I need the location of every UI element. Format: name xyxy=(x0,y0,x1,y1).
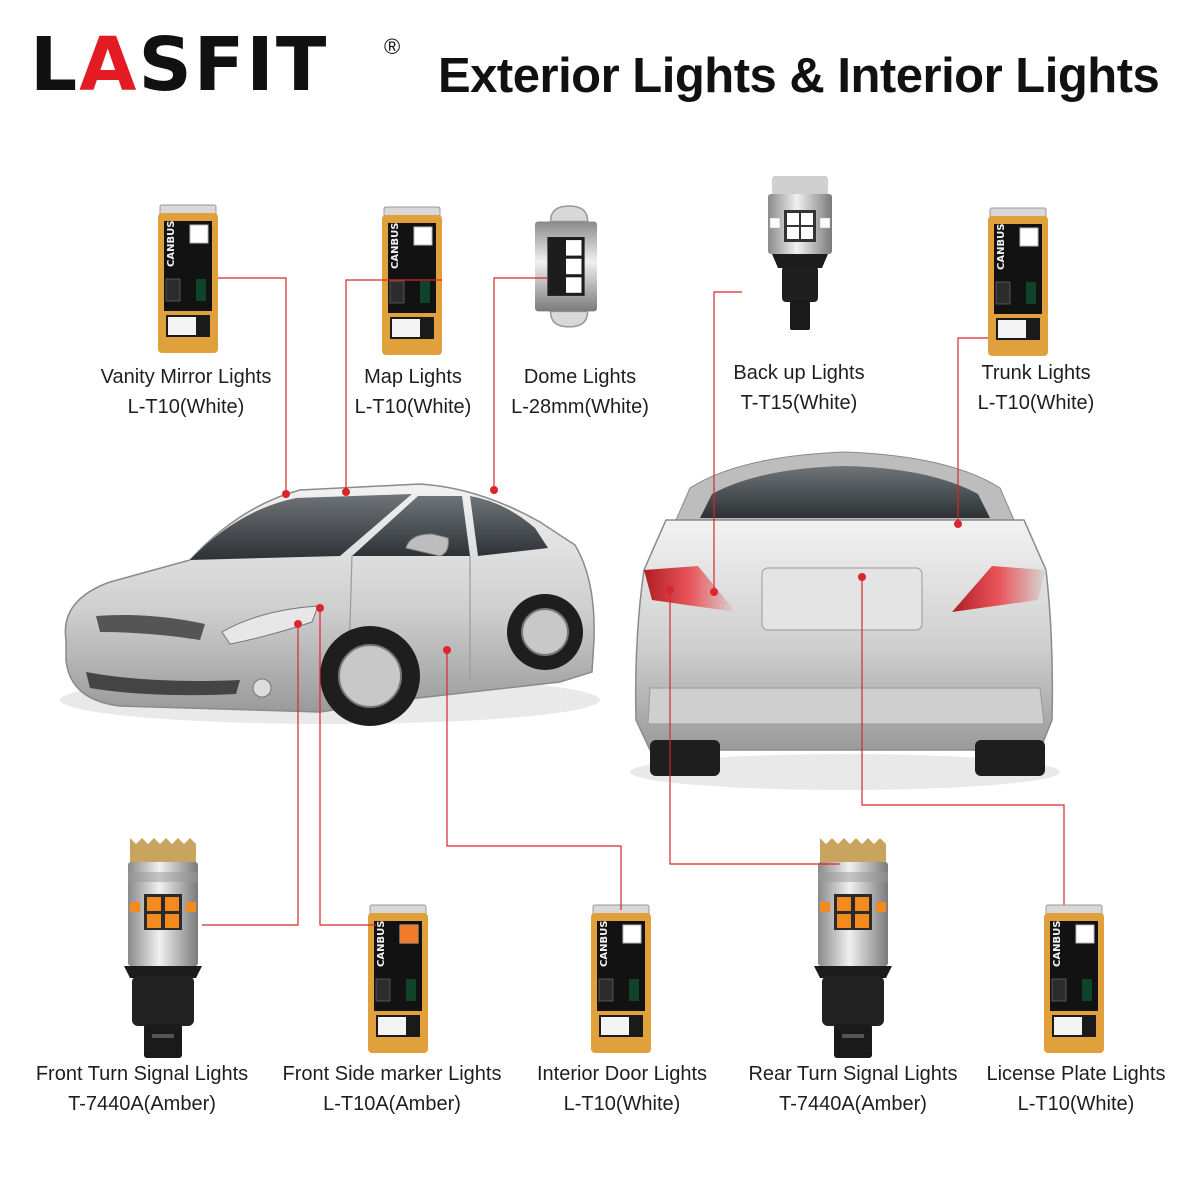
map-part: L-T10(White) xyxy=(354,396,472,418)
vanity-name: Vanity Mirror Lights xyxy=(100,366,272,388)
backup-part: T-T15(White) xyxy=(740,392,858,414)
door-label: Interior Door Lights L-T10(White) xyxy=(492,1059,752,1119)
side-marker-name: Front Side marker Lights xyxy=(282,1063,502,1085)
front-turn-bulb-image xyxy=(124,838,202,1058)
amber-led-chip xyxy=(400,925,418,943)
backup-label: Back up Lights T-T15(White) xyxy=(669,358,929,418)
license-connector xyxy=(861,577,1065,905)
door-connector xyxy=(446,650,622,910)
door-name: Interior Door Lights xyxy=(536,1063,708,1085)
vanity-label: Vanity Mirror Lights L-T10(White) xyxy=(56,362,316,422)
front-turn-label: Front Turn Signal Lights T-7440A(Amber) xyxy=(12,1059,272,1119)
trunk-name: Trunk Lights xyxy=(981,362,1091,384)
side-marker-part: L-T10A(Amber) xyxy=(323,1093,461,1115)
rear-car-illustration xyxy=(630,451,1060,790)
connector-dots xyxy=(282,486,962,654)
license-name: License Plate Lights xyxy=(986,1063,1166,1085)
trunk-label: Trunk Lights L-T10(White) xyxy=(906,358,1166,418)
dome-name: Dome Lights xyxy=(523,366,637,388)
connector-lines xyxy=(202,277,1065,926)
dome-part: L-28mm(White) xyxy=(511,396,649,418)
registered-mark: ® xyxy=(384,34,401,59)
map-connector xyxy=(345,279,442,492)
backup-name: Back up Lights xyxy=(733,362,865,384)
front-car-illustration xyxy=(60,483,600,726)
front-turn-connector xyxy=(202,624,299,926)
door-bulb-image xyxy=(590,904,652,1054)
license-bulb-image xyxy=(1043,904,1105,1054)
trunk-connector xyxy=(957,337,988,524)
side-marker-label: Front Side marker Lights L-T10A(Amber) xyxy=(262,1059,522,1119)
dome-connector xyxy=(493,277,548,490)
map-label: Map Lights L-T10(White) xyxy=(283,362,543,422)
rear-turn-part: T-7440A(Amber) xyxy=(779,1093,927,1115)
front-turn-part: T-7440A(Amber) xyxy=(68,1093,216,1115)
license-label: License Plate Lights L-T10(White) xyxy=(946,1059,1200,1119)
rear-turn-name: Rear Turn Signal Lights xyxy=(748,1063,958,1085)
vanity-connector xyxy=(218,277,287,494)
vanity-bulb-image xyxy=(157,204,219,354)
backup-bulb-image xyxy=(767,175,833,331)
trunk-part: L-T10(White) xyxy=(977,392,1095,414)
trunk-bulb-image xyxy=(987,207,1049,357)
map-name: Map Lights xyxy=(364,366,462,388)
backup-connector xyxy=(713,291,742,592)
page-title: Exterior Lights & Interior Lights xyxy=(438,49,1160,103)
side-marker-connector xyxy=(319,608,376,926)
rear-turn-connector xyxy=(669,590,840,865)
rear-turn-label: Rear Turn Signal Lights T-7440A(Amber) xyxy=(723,1059,983,1119)
rear-turn-bulb-image xyxy=(814,838,892,1058)
door-part: L-T10(White) xyxy=(563,1093,681,1115)
license-part: L-T10(White) xyxy=(1017,1093,1135,1115)
dome-bulb-image xyxy=(534,205,598,328)
map-bulb-image xyxy=(381,206,443,356)
lasfit-logo: LASFIT xyxy=(30,22,329,108)
vanity-part: L-T10(White) xyxy=(127,396,245,418)
dome-label: Dome Lights L-28mm(White) xyxy=(450,362,710,422)
front-turn-name: Front Turn Signal Lights xyxy=(35,1063,249,1085)
side-marker-bulb-image xyxy=(367,904,429,1054)
